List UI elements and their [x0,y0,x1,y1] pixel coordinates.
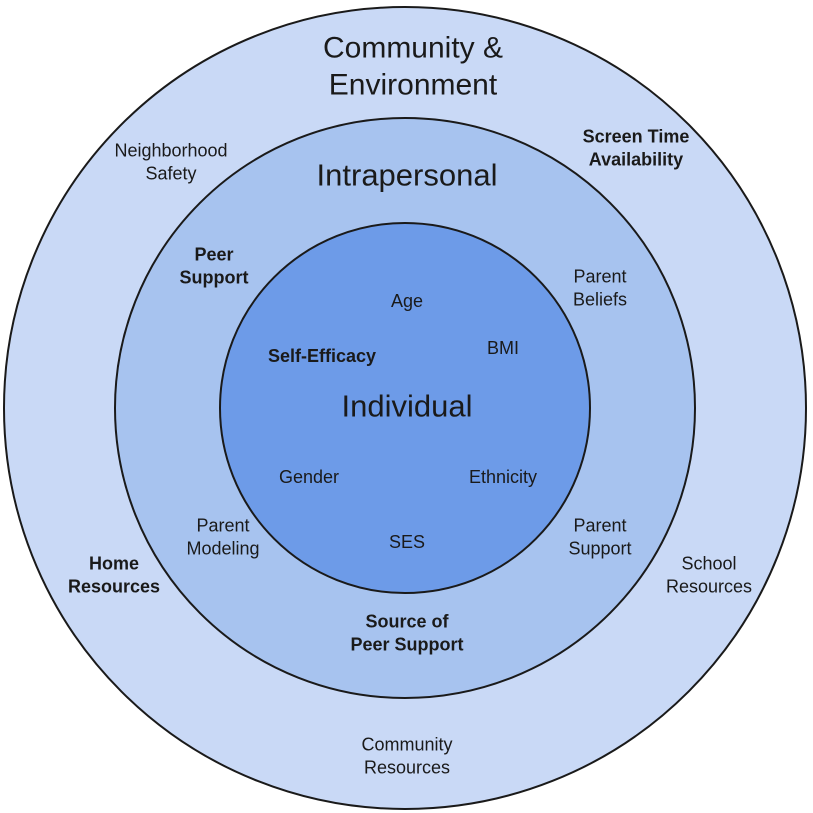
factor-line: Screen Time [582,126,690,147]
factor-community-resources: Community Resources [361,734,452,779]
factor-ses: SES [388,531,426,552]
community-title-line2: Environment [328,68,498,101]
factor-gender: Gender [278,466,340,487]
factor-line: Availability [588,149,684,169]
factor-line: Safety [145,163,197,183]
factor-screen-time-availability: Screen Time Availability [583,126,690,171]
factor-line: Parent [573,266,627,287]
factor-parent-beliefs: Parent Beliefs [573,266,627,311]
factor-line: Parent [573,515,627,536]
factor-line: Modeling [186,538,260,558]
factor-line: Peer [194,244,234,265]
intrapersonal-title: Intrapersonal [316,157,498,193]
factor-line: Support [568,538,632,558]
factor-school-resources: School Resources [666,553,752,598]
individual-title: Individual [341,388,473,424]
community-environment-title: Community & Environment [323,30,503,103]
factor-ethnicity: Ethnicity [468,466,538,487]
factor-parent-modeling: Parent Modeling [186,515,259,560]
community-title-line1: Community & [322,31,504,65]
factor-age: Age [390,290,424,311]
factor-line: Resources [363,757,451,777]
factor-line: Home [88,553,139,574]
factor-self-efficacy: Self-Efficacy [267,345,377,366]
factor-parent-support: Parent Support [568,515,631,560]
factor-line: Parent [196,515,250,536]
factor-line: Beliefs [572,289,628,309]
factor-peer-support: Peer Support [180,244,249,289]
individual-circle [219,222,591,594]
factor-line: Resources [67,576,161,596]
factor-line: Community [361,734,453,755]
factor-line: Source of [365,611,449,632]
factor-home-resources: Home Resources [68,553,160,598]
factor-neighborhood-safety: Neighborhood Safety [114,140,227,185]
factor-line: School [681,553,737,574]
factor-source-of-peer-support: Source of Peer Support [350,611,463,656]
factor-bmi: BMI [486,337,520,358]
factor-line: Resources [665,576,753,596]
factor-line: Peer Support [350,634,464,654]
factor-line: Support [179,267,249,287]
factor-line: Neighborhood [114,140,228,161]
